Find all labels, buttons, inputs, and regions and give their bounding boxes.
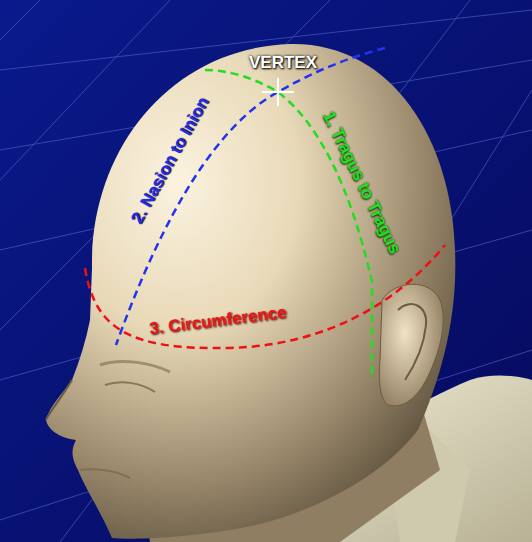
vertex-label: VERTEX: [249, 54, 317, 71]
